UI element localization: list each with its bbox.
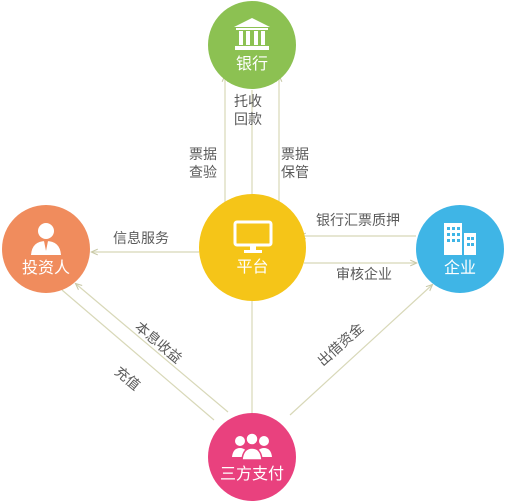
label-info-service: 信息服务	[113, 231, 169, 247]
label-bill-pledge: 银行汇票质押	[316, 213, 400, 229]
label-collection: 托收 回款	[234, 94, 262, 128]
edge-funding	[289, 285, 432, 416]
node-company: 企业	[416, 205, 504, 293]
node-payment: 三方支付	[208, 413, 296, 501]
node-investor-label: 投资人	[21, 258, 70, 277]
monitor-icon	[233, 220, 272, 253]
node-platform-label: 平台	[236, 256, 269, 276]
node-payment-label: 三方支付	[219, 464, 284, 483]
person-icon	[31, 223, 61, 255]
edge-interest	[76, 284, 229, 413]
label-custody: 票据 保管	[281, 147, 309, 181]
building-icon	[444, 223, 476, 255]
node-company-label: 企业	[443, 258, 476, 277]
node-investor: 投资人	[2, 205, 90, 293]
bank-icon	[234, 18, 270, 50]
node-bank: 银行	[208, 1, 296, 89]
label-verify: 票据 查验	[189, 147, 217, 181]
label-audit: 审核企业	[336, 267, 392, 283]
people-group-icon	[232, 432, 272, 461]
node-bank-label: 银行	[235, 54, 268, 73]
edge-recharge	[61, 289, 215, 421]
node-platform: 平台	[199, 194, 306, 301]
